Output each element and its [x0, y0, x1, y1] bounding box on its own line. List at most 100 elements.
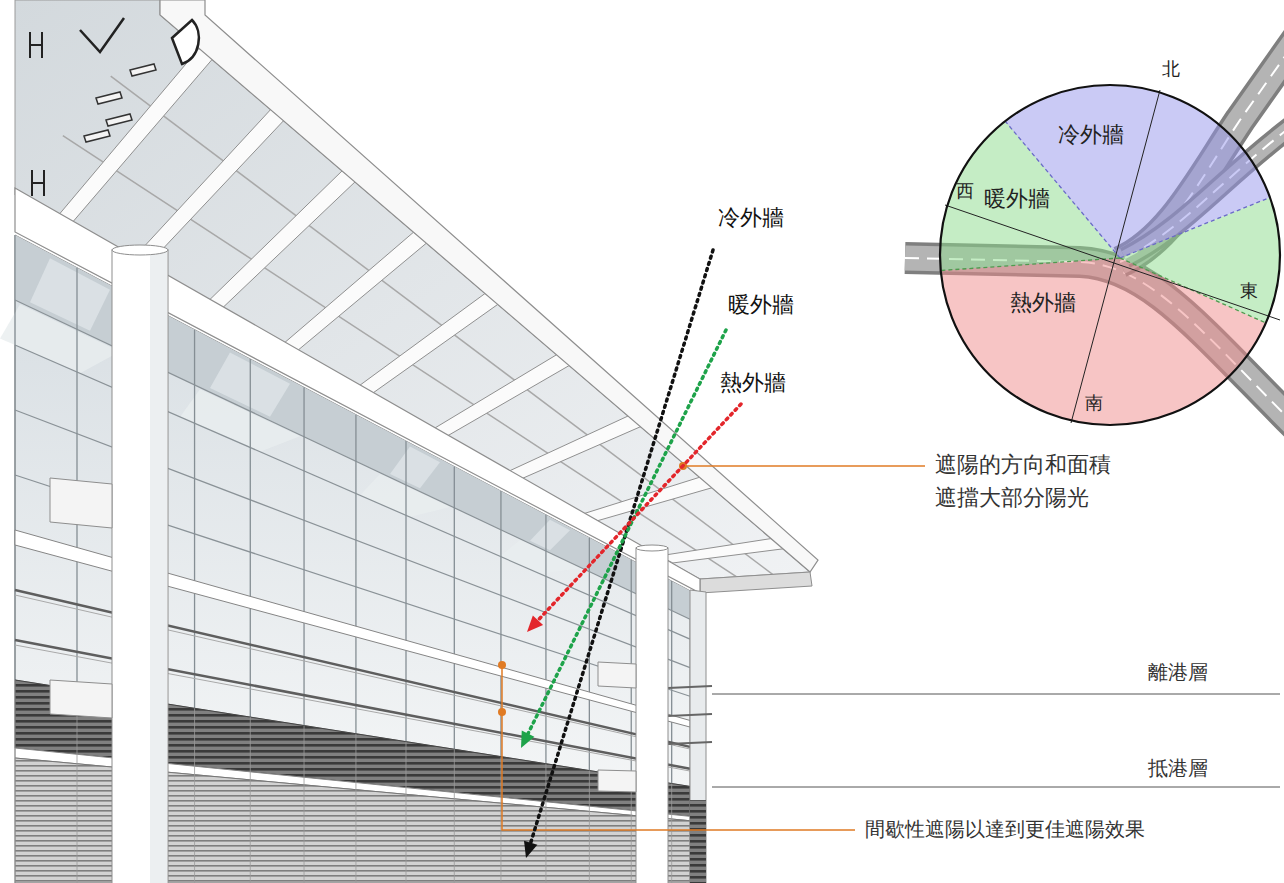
sun-ray-label: 暖外牆: [728, 292, 794, 318]
glazing-mullion: [14, 235, 15, 680]
glazing-mullion: [500, 491, 501, 757]
shading-fin-end: [668, 742, 712, 744]
sun-ray-head: [524, 841, 537, 858]
zone-label: 暖外牆: [984, 186, 1050, 212]
roof-bracket: [172, 20, 199, 64]
canopy-strut: [282, 232, 427, 352]
canopy-fascia: [160, 0, 818, 572]
louver-mullion: [631, 777, 632, 883]
roof-bracket: [80, 18, 124, 52]
glazing-transom: [15, 410, 690, 668]
north-south-axis: [1071, 90, 1160, 423]
leader-dot: [498, 661, 506, 669]
floor-level-line: [712, 787, 1280, 788]
column-bracket: [50, 478, 112, 528]
zone-boundary: [941, 258, 1120, 271]
floor-level-line: [712, 694, 1280, 695]
canopy-soffit: [15, 0, 810, 579]
departure-floor-slab: [15, 530, 690, 727]
leader-dot: [679, 462, 687, 470]
glass-reflection: [390, 447, 440, 489]
glass-reflection: [530, 520, 570, 551]
zone-boundary: [1120, 258, 1266, 323]
end-louver: [690, 800, 706, 883]
glass-reflection: [0, 304, 120, 373]
zone-wedge-east: [1120, 197, 1280, 323]
glazing-mullion: [671, 581, 672, 783]
compass-direction: 南: [1085, 392, 1103, 414]
glass-reflection: [30, 258, 110, 330]
roof-plate: [84, 130, 110, 142]
leader-line: [502, 665, 855, 830]
glazing-mullion: [76, 268, 77, 690]
column-cap: [636, 545, 668, 551]
column: [636, 548, 668, 883]
road-band: [905, 258, 1284, 430]
glazing-transom: [15, 300, 690, 619]
sun-ray-head: [527, 616, 543, 632]
glazing-mullion: [303, 387, 304, 725]
shading-fin-shadow: [15, 595, 690, 749]
wall-orientation-zone: 熱外牆: [941, 258, 1266, 425]
roof-plate: [96, 92, 122, 104]
callout-note: 遮陽的方向和面積 遮擋大部分陽光: [935, 448, 1122, 514]
compass-direction: 西: [956, 180, 974, 202]
compass-circle: [940, 85, 1280, 425]
glazing-mullion: [250, 359, 251, 717]
glass-reflection: [500, 540, 580, 574]
compass-direction: 東: [1240, 280, 1258, 302]
louver-mullion: [250, 717, 251, 883]
glazing-mullion: [589, 538, 590, 771]
canopy-strut: [433, 355, 571, 436]
callout-note: 間歇性遮陽以達到更佳遮陽效果: [865, 817, 1145, 841]
leader-dot: [498, 708, 506, 716]
canopy-strut: [659, 539, 785, 563]
shading-fin-end: [668, 714, 712, 716]
glazing-transom: [15, 475, 690, 696]
zone-label: 熱外牆: [1010, 290, 1076, 316]
louver-mullion: [194, 708, 195, 883]
glazing-mullion: [355, 415, 356, 734]
louver-mullion: [405, 742, 406, 883]
louver-mullion: [15, 680, 16, 883]
canopy-end: [700, 572, 812, 593]
glazing-transom: [15, 345, 690, 639]
louver-mullion: [77, 690, 78, 883]
sun-ray-head: [521, 731, 534, 748]
floor-level-label: 離港層: [1148, 660, 1208, 684]
louver-mullion: [545, 764, 546, 883]
canopy-strut: [131, 110, 284, 268]
leader-line: [683, 465, 925, 467]
west-east-axis: [945, 205, 1280, 320]
shading-fin: [15, 640, 690, 769]
glass-reflection: [360, 474, 450, 517]
louver-band-dark: [15, 680, 690, 816]
glass-upper-row: [15, 235, 690, 619]
glass-reflection: [180, 389, 300, 452]
shading-fin: [15, 590, 690, 747]
column-cap: [112, 245, 168, 255]
compass-direction: 北: [1162, 58, 1180, 80]
column: [112, 250, 168, 883]
zone-boundary: [1005, 121, 1120, 258]
zone-wedge: [941, 258, 1266, 425]
soffit-beam: [63, 136, 736, 577]
louver-mullion: [136, 699, 137, 883]
zone-boundary: [1120, 197, 1270, 258]
glazing-mullion: [405, 441, 406, 742]
louver-band-light: [15, 758, 690, 883]
floor-level-label: 抵港層: [1148, 756, 1208, 780]
column-bracket: [598, 770, 636, 792]
canopy-strut: [358, 294, 500, 395]
glass-reflection: [210, 352, 290, 416]
sun-ray: [531, 250, 713, 843]
column-bracket: [50, 680, 112, 718]
roof-girder: [15, 188, 700, 593]
canopy-strut: [584, 477, 714, 520]
glazing-mullion: [454, 467, 455, 750]
roof-bracket: [30, 32, 44, 196]
louver-mullion: [355, 734, 356, 883]
arrival-floor-slab: [15, 748, 690, 821]
louver-mullion: [671, 784, 672, 883]
glazing-mullion: [545, 515, 546, 764]
